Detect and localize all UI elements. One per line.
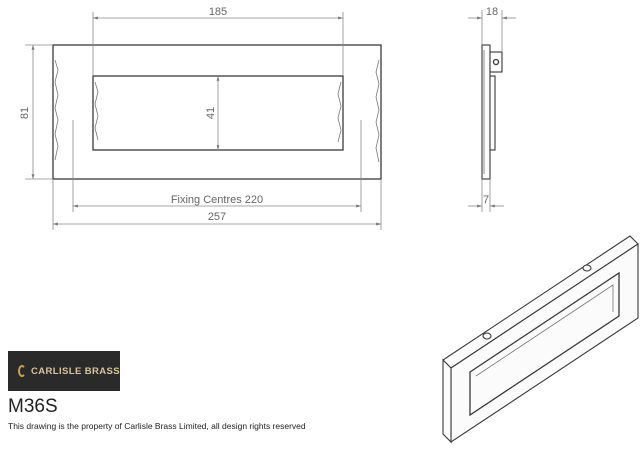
copyright-notice: This drawing is the property of Carlisle… [8,421,306,431]
aperture-left-edge-texture [94,81,99,141]
iso-side-face [442,358,452,444]
carlisle-brass-logo: CARLISLE BRASS [8,351,120,391]
side-fixing-lug [489,51,503,73]
side-aperture-flange [489,75,496,151]
front-left-edge-texture [54,59,59,161]
dim-18-label: 18 [486,6,498,18]
dim-7-label: 7 [483,194,489,206]
side-fixing-hole [492,58,500,66]
iso-right-fixing-lug [582,264,592,272]
brand-name: CARLISLE BRASS [31,365,120,377]
side-plate [481,44,491,180]
iso-aperture-inner-edge [475,284,614,377]
iso-aperture [469,271,620,417]
isometric-view [442,235,639,444]
dim-41-label: 41 [205,107,217,119]
dim-185-label: 185 [209,6,227,18]
brand-c-icon [18,365,26,377]
aperture-right-edge-texture [337,81,342,143]
dim-81-label: 81 [19,107,31,119]
front-view: 185 81 41 Fixing Centres 220 257 [19,6,382,230]
front-right-edge-texture [375,59,380,163]
front-outer-plate [52,44,382,180]
dim-257-label: 257 [208,211,226,223]
side-view: 18 7 [468,6,516,212]
dim-220-label: Fixing Centres 220 [171,194,263,206]
iso-left-fixing-lug [482,332,492,340]
model-number: M36S [8,396,58,417]
